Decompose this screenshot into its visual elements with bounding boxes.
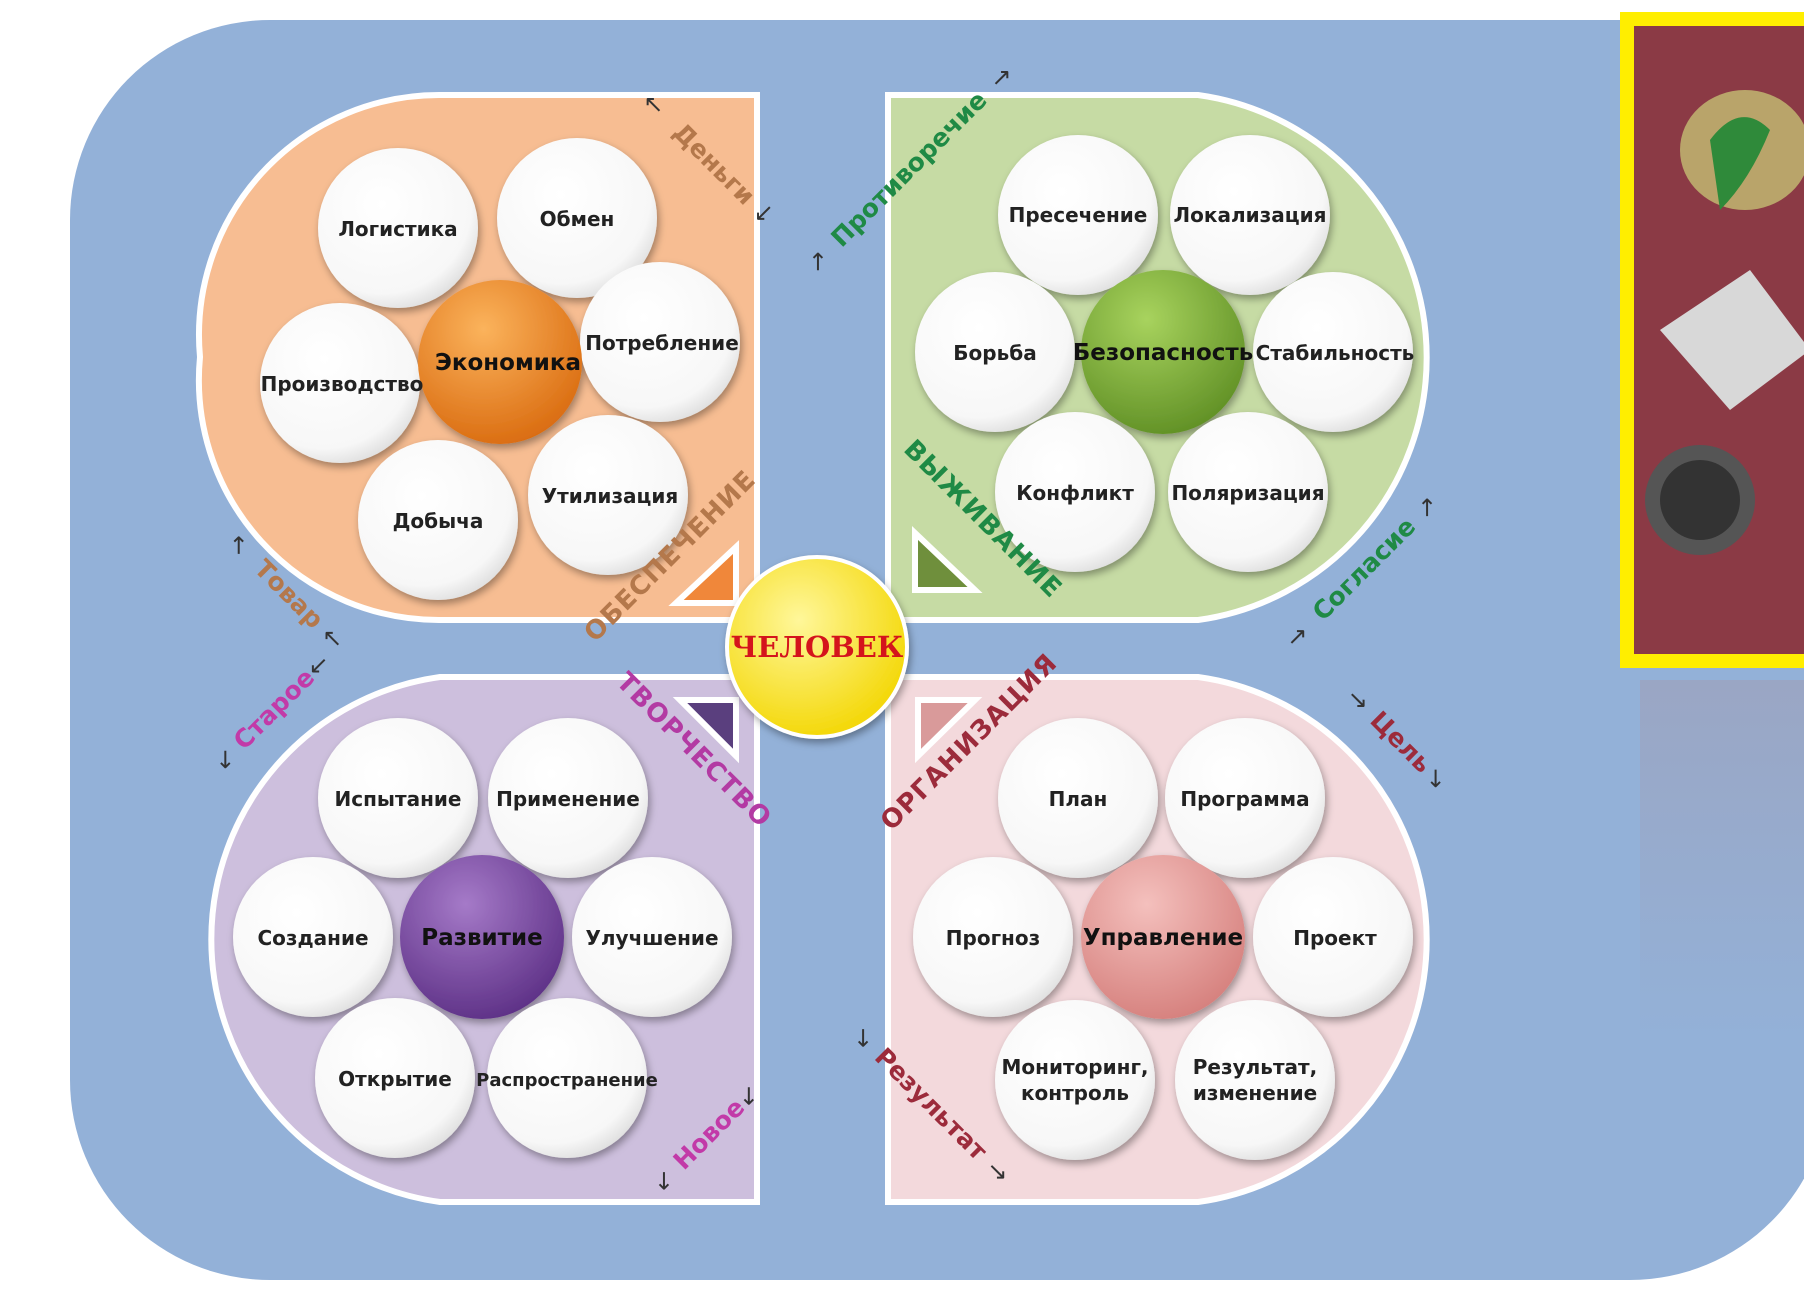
- petal-circle: [233, 857, 393, 1017]
- petal-circle: [998, 135, 1158, 295]
- security-marker-icon: [912, 526, 983, 593]
- petal-circle: [260, 303, 420, 463]
- management-center-circle: [1081, 855, 1245, 1019]
- petal-circle: [318, 148, 478, 308]
- management-marker-icon: [915, 697, 983, 764]
- economy-petal-5: Добыча: [393, 509, 484, 533]
- petal-circle: [318, 718, 478, 878]
- management-petal-6: Прогноз: [946, 926, 1040, 950]
- petal-circle: [1165, 718, 1325, 878]
- petal-circle: [1253, 272, 1413, 432]
- petal-circle: [915, 272, 1075, 432]
- economy-petal-1: Логистика: [338, 217, 457, 241]
- framed-painting: [1620, 12, 1804, 1040]
- security-petal-2: Локализация: [1174, 203, 1327, 227]
- petal-circle: [1253, 857, 1413, 1017]
- management-petal-5: Мониторинг,контроль: [1001, 1055, 1148, 1105]
- hub-circle: [725, 555, 909, 739]
- management-petal-1: План: [1049, 787, 1108, 811]
- petal-circle: [1168, 412, 1328, 572]
- development-petal-4: Распространение: [476, 1070, 658, 1091]
- petal-circle: [995, 1000, 1155, 1160]
- management-center-label: Управление: [1083, 925, 1243, 951]
- development-center-circle: [400, 855, 564, 1019]
- security-center-label: Безопасность: [1073, 340, 1254, 366]
- management-petal-4: Результат,изменение: [1193, 1055, 1317, 1105]
- economy-petal-6: Производство: [261, 372, 424, 396]
- development-marker-icon: [672, 697, 739, 764]
- petal-circle: [998, 718, 1158, 878]
- petal-circle: [358, 440, 518, 600]
- development-petal-2: Применение: [496, 787, 640, 811]
- petal-circle: [995, 412, 1155, 572]
- petal-circle: [580, 262, 740, 422]
- petal-circle: [572, 857, 732, 1017]
- economy-center-label: Экономика: [435, 350, 581, 376]
- management-petal-2: Программа: [1180, 787, 1309, 811]
- economy-center-circle: [418, 280, 582, 444]
- security-petal-3: Стабильность: [1256, 341, 1415, 365]
- development-petal-6: Создание: [257, 926, 368, 950]
- petal-circle: [1175, 1000, 1335, 1160]
- petal-circle: [913, 857, 1073, 1017]
- security-petal-5: Конфликт: [1016, 481, 1134, 505]
- economy-petal-3: Потребление: [585, 331, 739, 355]
- development-petal-3: Улучшение: [585, 926, 718, 950]
- management-petal-3: Проект: [1293, 926, 1377, 950]
- petal-circle: [528, 415, 688, 575]
- security-petal-1: Пресечение: [1009, 203, 1148, 227]
- economy-petal-2: Обмен: [540, 207, 615, 231]
- petal-circle: [315, 998, 475, 1158]
- petal-circle: [1170, 135, 1330, 295]
- economy-marker-icon: [668, 540, 739, 606]
- hub-label: ЧЕЛОВЕК: [731, 630, 904, 664]
- economy-petal-4: Утилизация: [542, 484, 678, 508]
- security-petal-6: Борьба: [953, 341, 1036, 365]
- development-petal-1: Испытание: [335, 787, 462, 811]
- development-petal-5: Открытие: [338, 1067, 452, 1091]
- development-center-label: Развитие: [421, 925, 542, 951]
- security-center-circle: [1081, 270, 1245, 434]
- security-petal-4: Поляризация: [1171, 481, 1324, 505]
- petal-circle: [487, 998, 647, 1158]
- petal-circle: [497, 138, 657, 298]
- petal-circle: [488, 718, 648, 878]
